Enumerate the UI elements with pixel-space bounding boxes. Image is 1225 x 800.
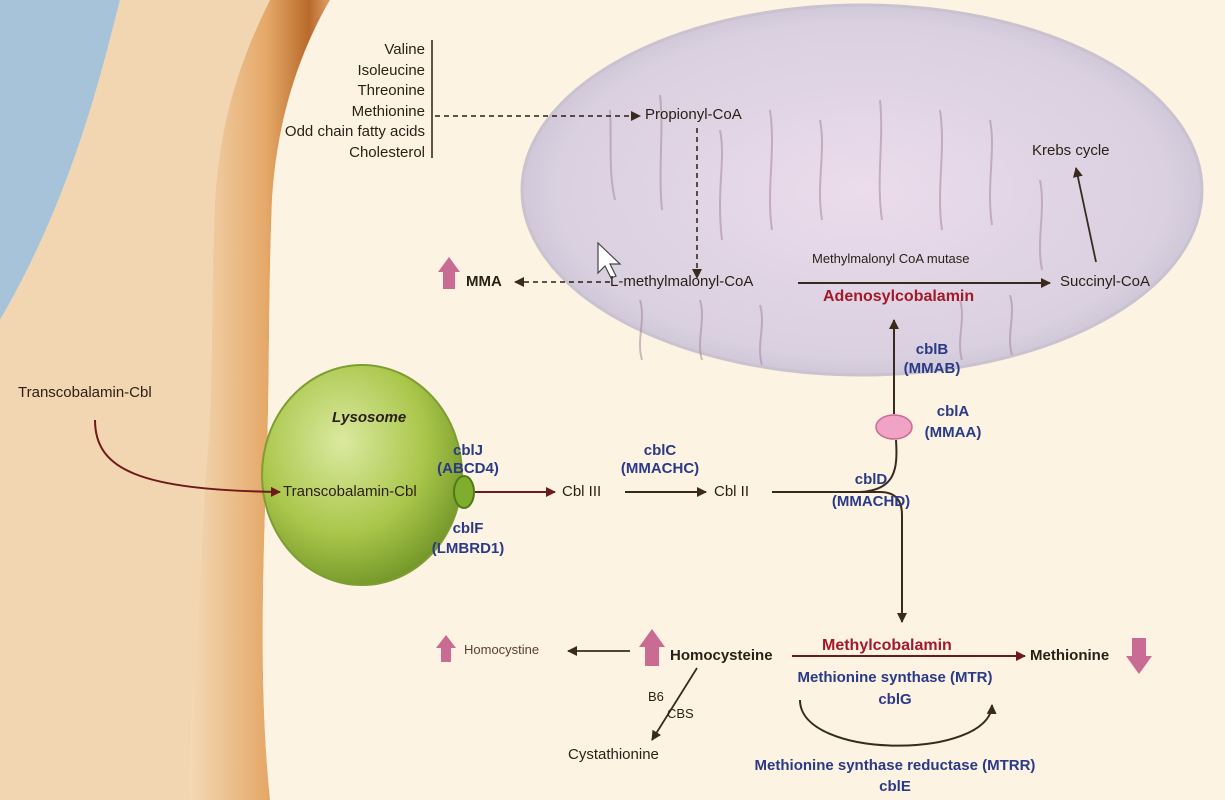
cbl-ii-label: Cbl II (714, 483, 750, 500)
l-methylmalonyl-coa-label: L-methylmalonyl-CoA (610, 273, 754, 290)
mma-label: MMA (466, 273, 502, 290)
cblc-label: cblC (643, 442, 677, 459)
precursor-isoleucine: Isoleucine (357, 61, 425, 79)
extracellular-region (0, 0, 120, 320)
methionine-product-label: Methionine (1030, 647, 1110, 664)
mitochondrion-cristae (609, 94, 1043, 366)
abcd4-label: (ABCD4) (437, 460, 499, 477)
precursor-list: Valine Isoleucine Threonine Methionine O… (285, 40, 425, 163)
mmachd-label: (MMACHD) (831, 493, 911, 510)
adenosylcobalamin-label: Adenosylcobalamin (823, 288, 975, 305)
precursor-methionine: Methionine (351, 102, 425, 120)
mmachc-label: (MMACHC) (620, 460, 700, 477)
arrow-to-krebs (1072, 167, 1097, 263)
mmab-label: (MMAB) (903, 360, 961, 377)
methionine-synthase-reductase-label: Methionine synthase reductase (MTRR) (754, 757, 1036, 774)
mmaa-label: (MMAA) (924, 424, 982, 441)
methylcobalamin-label: Methylcobalamin (822, 637, 952, 654)
mitochondrion (520, 3, 1204, 377)
transcobalamin-cbl-outside-label: Transcobalamin-Cbl (18, 384, 152, 401)
cblj-label: cblJ (452, 442, 483, 459)
mutase-label: Methylmalonyl CoA mutase (812, 251, 970, 266)
precursor-odd-chain-fatty-acids: Odd chain fatty acids (284, 123, 425, 140)
arrow-cblii-to-methylcobalamin (772, 491, 907, 623)
cbld-label: cblD (854, 471, 888, 488)
arrow-to-cystathionine (651, 667, 698, 741)
arrow-cblii-to-transporter (859, 439, 898, 493)
homocystine-label: Homocystine (464, 642, 540, 657)
arrow-reductase-loop (799, 699, 997, 747)
cblg-label: cblG (878, 691, 912, 708)
arrow-up-icon (436, 635, 456, 662)
succinyl-coa-label: Succinyl-CoA (1060, 273, 1151, 290)
cbl-iii-label: Cbl III (562, 483, 602, 500)
arrow-transcobalamin-uptake (94, 419, 281, 497)
cell-membrane (190, 0, 330, 800)
cbla-label: cblA (936, 403, 970, 420)
cursor-icon (597, 241, 622, 279)
cystathionine-label: Cystathionine (568, 746, 659, 763)
cblf-label: cblF (452, 520, 484, 537)
transcobalamin-cbl-lysosome-label: Transcobalamin-Cbl (283, 483, 417, 500)
precursor-threonine: Threonine (357, 82, 425, 99)
arrow-up-icon (438, 257, 460, 289)
arrow-down-icon (1126, 638, 1152, 674)
propionyl-coa-label: Propionyl-CoA (645, 106, 742, 123)
b6-label: B6 (648, 689, 664, 704)
lysosome-label: Lysosome (332, 409, 407, 426)
cbs-label: CBS (667, 706, 694, 721)
precursor-cholesterol: Cholesterol (349, 143, 425, 161)
outer-cell-region (0, 0, 270, 800)
mitochondrial-transporter (875, 414, 913, 440)
homocysteine-label: Homocysteine (670, 647, 773, 664)
cblb-label: cblB (915, 341, 949, 358)
krebs-cycle-label: Krebs cycle (1032, 142, 1110, 159)
lmbrd1-label: (LMBRD1) (431, 540, 505, 557)
methionine-synthase-label: Methionine synthase (MTR) (797, 669, 993, 686)
lysosome-channel (453, 475, 475, 509)
lysosome (261, 364, 463, 586)
precursor-valine: Valine (384, 41, 425, 58)
cble-label: cblE (879, 778, 911, 795)
arrow-up-icon (639, 629, 665, 666)
